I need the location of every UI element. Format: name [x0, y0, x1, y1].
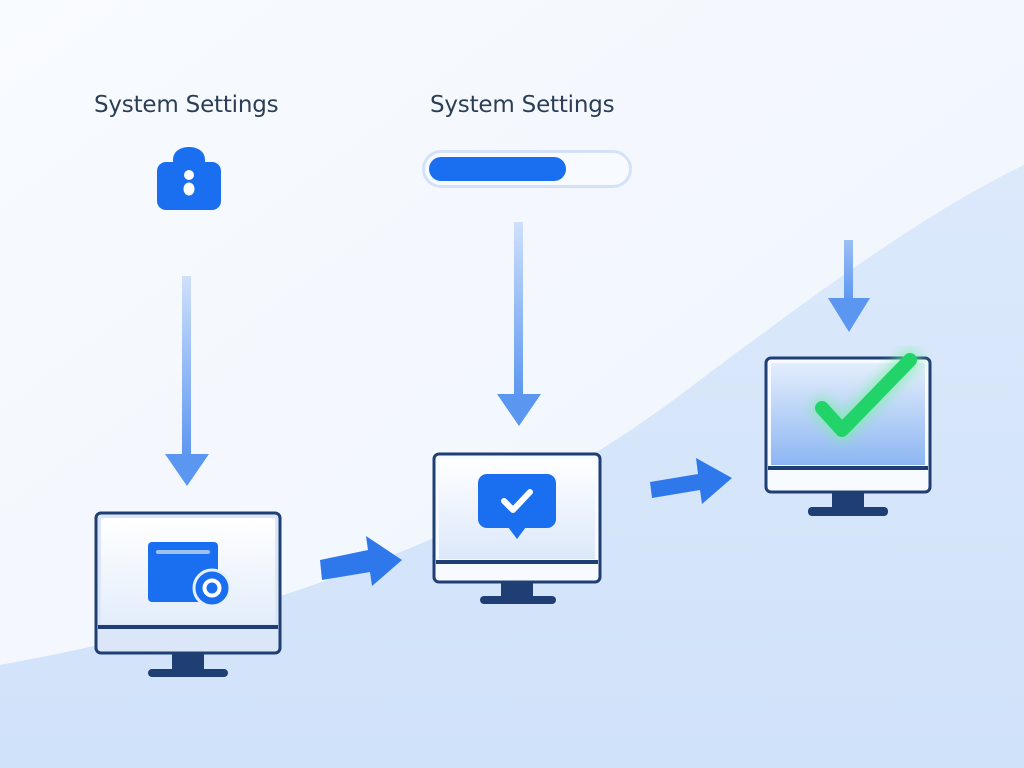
step-2-label: System Settings — [430, 92, 615, 118]
chat-check-icon — [478, 474, 556, 539]
progress-fill — [429, 157, 567, 181]
step-1-label: System Settings — [94, 92, 279, 118]
down-arrow-1 — [165, 276, 209, 486]
monitor-2 — [432, 452, 602, 604]
right-arrow-2 — [650, 458, 732, 504]
right-arrow-1 — [320, 536, 402, 586]
monitor-3 — [764, 349, 932, 516]
monitor-1 — [94, 511, 282, 677]
lock-icon — [157, 147, 221, 210]
checkmark-icon — [811, 349, 921, 441]
down-arrow-2 — [497, 222, 541, 426]
down-arrow-3 — [828, 240, 870, 332]
progress-bar — [422, 150, 632, 188]
settings-window-icon — [148, 542, 232, 608]
